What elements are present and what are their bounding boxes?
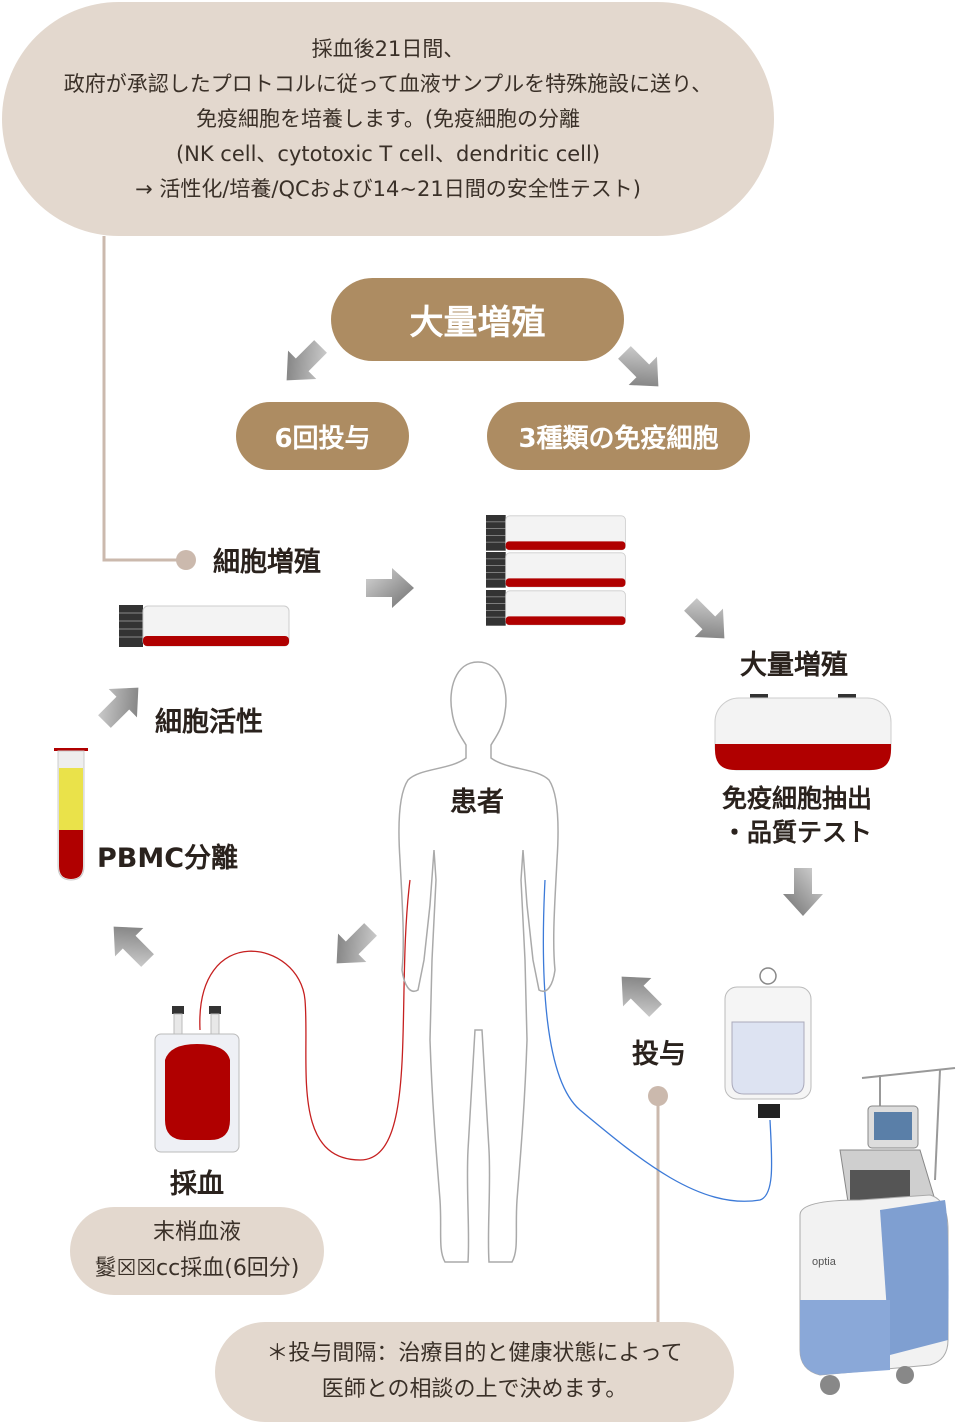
connector-line bbox=[102, 236, 186, 562]
dosing-note-line: ＊投与間隔：治療目的と健康状態によって bbox=[266, 1341, 683, 1366]
apheresis-machine-icon: optia bbox=[799, 1067, 956, 1395]
note-line: 採血後21日間、 bbox=[311, 36, 465, 61]
step-blood-collection: 採血 bbox=[170, 1169, 224, 1200]
culture-flask-icon bbox=[118, 604, 290, 648]
note-line: 政府が承認したプロトコルに従って血液サンプルを特殊施設に送り、 bbox=[63, 71, 713, 96]
extraction-line: 免疫細胞抽出 bbox=[722, 784, 873, 813]
process-note-bubble: 採血後21日間、 政府が承認したプロトコルに従って血液サンプルを特殊施設に送り、… bbox=[2, 2, 774, 236]
step-cell-activation: 細胞活性 bbox=[155, 707, 263, 738]
blood-note-line: 鬉☒☒cc採血(6回分) bbox=[94, 1256, 300, 1281]
patient-label: 患者 bbox=[450, 787, 504, 818]
step-extraction-quality-test: 免疫細胞抽出 ・品質テスト bbox=[722, 782, 872, 850]
connector-dot bbox=[176, 550, 196, 570]
arrow-icon bbox=[90, 673, 153, 736]
dosing-note-line: 医師との相談の上で決めます。 bbox=[321, 1377, 628, 1402]
three-cell-types-pill: 3種類の免疫細胞 bbox=[487, 402, 750, 470]
blood-draw-tube bbox=[199, 879, 411, 1161]
quality-test-line: ・品質テスト bbox=[722, 818, 873, 847]
step-administration: 投与 bbox=[632, 1039, 686, 1070]
dosing-interval-note: ＊投与間隔：治療目的と健康状態によって 医師との相談の上で決めます。 bbox=[215, 1322, 734, 1422]
blood-note-line: 末梢血液 bbox=[152, 1220, 241, 1245]
infusion-tube bbox=[542, 879, 773, 1202]
arrow-icon bbox=[322, 915, 385, 978]
arrow-icon bbox=[610, 338, 673, 401]
step-pbmc-separation: PBMC分離 bbox=[97, 843, 239, 874]
arrow-icon bbox=[272, 332, 335, 395]
culture-flask-icon bbox=[485, 551, 626, 589]
note-connector-dot bbox=[648, 1086, 668, 1106]
machine-brand-label: optia bbox=[812, 1256, 837, 1268]
arrow-icon bbox=[607, 962, 670, 1025]
blood-volume-note: 末梢血液 鬉☒☒cc採血(6回分) bbox=[70, 1207, 324, 1295]
culture-bag-icon bbox=[714, 694, 892, 771]
arrow-icon bbox=[366, 568, 414, 608]
human-body-outline bbox=[398, 661, 559, 1263]
culture-flask-icon bbox=[485, 589, 626, 627]
note-line: (NK cell、cytotoxic T cell、dendritic cell… bbox=[175, 141, 601, 166]
iv-bag-icon bbox=[724, 967, 812, 1118]
six-doses-pill: 6回投与 bbox=[236, 402, 409, 470]
step-cell-proliferation: 細胞増殖 bbox=[213, 547, 321, 578]
note-line: → 活性化/培養/QCおよび14~21日間の安全性テスト) bbox=[135, 176, 641, 201]
step-mass-proliferation: 大量増殖 bbox=[740, 650, 848, 681]
mass-culture-pill: 大量増殖 bbox=[331, 278, 624, 361]
blood-bag-icon bbox=[154, 1006, 240, 1153]
culture-flask-icon bbox=[485, 514, 626, 552]
note-line: 免疫細胞を培養します。(免疫細胞の分離 bbox=[195, 106, 581, 131]
arrow-icon bbox=[783, 868, 823, 916]
arrow-icon bbox=[676, 590, 739, 653]
arrow-icon bbox=[99, 912, 162, 975]
test-tube-icon bbox=[54, 748, 88, 881]
